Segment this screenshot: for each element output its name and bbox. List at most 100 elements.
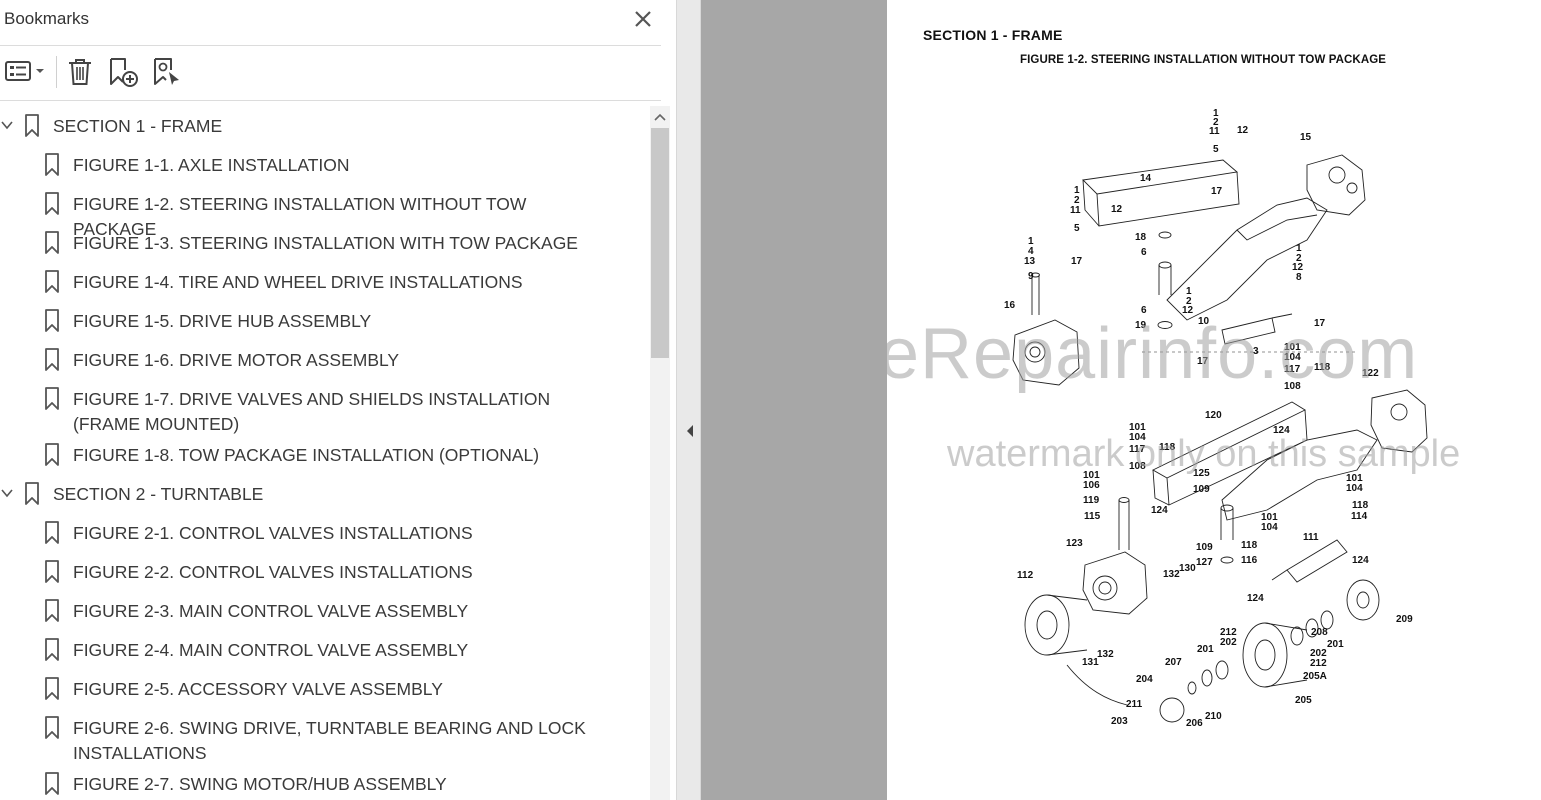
svg-text:204: 204 [1136,674,1153,685]
chevron-down-icon[interactable] [0,486,14,500]
bookmark-item[interactable]: FIGURE 1-1. AXLE INSTALLATION [0,145,648,184]
find-current-bookmark-button[interactable] [151,56,183,88]
bookmark-section-1[interactable]: SECTION 1 - FRAME [0,106,648,145]
svg-text:1: 1 [1186,286,1192,297]
scroll-thumb[interactable] [651,128,669,358]
bookmark-label: SECTION 1 - FRAME [53,116,223,136]
svg-text:12: 12 [1292,262,1304,273]
panel-splitter[interactable] [676,0,701,800]
bookmark-icon [45,309,59,332]
collapse-panel-icon[interactable] [685,423,695,439]
bookmark-icon [45,387,59,410]
svg-text:124: 124 [1151,505,1168,516]
svg-text:120: 120 [1205,410,1222,421]
bookmark-item[interactable]: FIGURE 2-2. CONTROL VALVES INSTALLATIONS [0,552,648,591]
figure-heading: FIGURE 1-2. STEERING INSTALLATION WITHOU… [1020,54,1387,66]
bookmark-item[interactable]: FIGURE 1-3. STEERING INSTALLATION WITH T… [0,223,648,262]
svg-text:10: 10 [1198,316,1210,327]
svg-text:109: 109 [1196,542,1213,553]
close-panel-button[interactable] [631,7,655,31]
svg-text:1: 1 [1074,185,1080,196]
bookmark-icon [45,231,59,254]
toolbar-separator [56,56,57,88]
document-gutter [701,0,887,800]
panel-header: Bookmarks [0,0,676,44]
bookmark-add-icon [110,58,138,87]
svg-text:124: 124 [1273,425,1290,436]
svg-text:2: 2 [1296,253,1302,264]
new-bookmark-button[interactable] [107,56,139,88]
svg-text:104: 104 [1129,432,1146,443]
svg-text:132: 132 [1097,649,1114,660]
document-page[interactable]: SECTION 1 - FRAME FIGURE 1-2. STEERING I… [887,0,1541,800]
bookmark-item[interactable]: FIGURE 1-4. TIRE AND WHEEL DRIVE INSTALL… [0,262,648,301]
bookmark-label: FIGURE 1-8. TOW PACKAGE INSTALLATION (OP… [73,445,540,465]
bookmark-label: FIGURE 2-3. MAIN CONTROL VALVE ASSEMBLY [73,601,469,621]
bookmark-item[interactable]: FIGURE 2-7. SWING MOTOR/HUB ASSEMBLY [0,764,648,800]
bookmarks-scrollbar[interactable] [650,106,670,800]
bookmark-label: SECTION 2 - TURNTABLE [53,484,264,504]
bookmark-label: FIGURE 1-1. AXLE INSTALLATION [73,155,350,175]
bookmark-item[interactable]: FIGURE 1-2. STEERING INSTALLATION WITHOU… [0,184,648,239]
svg-text:108: 108 [1284,381,1301,392]
svg-text:118: 118 [1352,500,1369,511]
bookmark-icon [45,270,59,293]
svg-text:206: 206 [1186,718,1203,729]
bookmark-icon [45,560,59,583]
bookmark-label: FIGURE 1-6. DRIVE MOTOR ASSEMBLY [73,350,400,370]
svg-text:115: 115 [1084,511,1101,522]
bookmarks-toolbar [0,48,676,98]
svg-text:130: 130 [1179,563,1196,574]
svg-text:125: 125 [1193,468,1210,479]
bookmark-item[interactable]: FIGURE 1-8. TOW PACKAGE INSTALLATION (OP… [0,435,648,474]
options-menu-button[interactable] [4,56,46,88]
trash-icon [69,59,91,85]
svg-text:210: 210 [1205,711,1222,722]
svg-text:118: 118 [1314,362,1331,373]
bookmark-item[interactable]: FIGURE 1-7. DRIVE VALVES AND SHIELDS INS… [0,379,648,435]
bookmark-item[interactable]: FIGURE 2-6. SWING DRIVE, TURNTABLE BEARI… [0,708,648,764]
bookmark-label: FIGURE 2-5. ACCESSORY VALVE ASSEMBLY [73,679,443,699]
svg-text:208: 208 [1311,627,1328,638]
svg-text:17: 17 [1197,356,1209,367]
svg-text:122: 122 [1362,368,1379,379]
bookmark-icon [45,772,59,795]
divider [0,45,661,46]
delete-bookmark-button[interactable] [66,56,94,88]
bookmark-item[interactable]: FIGURE 1-6. DRIVE MOTOR ASSEMBLY [0,340,648,379]
watermark-notice: watermark only on this sample [947,433,1461,475]
svg-text:205: 205 [1295,695,1312,706]
svg-text:116: 116 [1241,555,1258,566]
svg-text:123: 123 [1066,538,1083,549]
svg-text:15: 15 [1300,132,1312,143]
bookmark-item[interactable]: FIGURE 2-3. MAIN CONTROL VALVE ASSEMBLY [0,591,648,630]
svg-text:212: 212 [1220,627,1237,638]
svg-text:12: 12 [1111,204,1123,215]
bookmark-label: FIGURE 2-4. MAIN CONTROL VALVE ASSEMBLY [73,640,469,660]
svg-text:114: 114 [1351,511,1368,522]
svg-text:117: 117 [1129,444,1146,455]
svg-text:2: 2 [1074,195,1080,206]
bookmark-item[interactable]: FIGURE 2-1. CONTROL VALVES INSTALLATIONS [0,513,648,552]
bookmark-label: FIGURE 2-2. CONTROL VALVES INSTALLATIONS [73,562,473,582]
chevron-up-icon [654,113,666,121]
svg-text:131: 131 [1082,657,1099,668]
svg-text:207: 207 [1165,657,1182,668]
bookmark-item[interactable]: FIGURE 2-5. ACCESSORY VALVE ASSEMBLY [0,669,648,708]
svg-text:202: 202 [1310,648,1327,659]
scroll-up-button[interactable] [650,108,670,126]
svg-text:8: 8 [1296,272,1302,283]
svg-text:212: 212 [1310,658,1327,669]
svg-text:203: 203 [1111,716,1128,727]
svg-text:1: 1 [1028,236,1034,247]
bookmark-label: FIGURE 2-6. SWING DRIVE, TURNTABLE BEARI… [73,718,586,763]
bookmark-item[interactable]: FIGURE 2-4. MAIN CONTROL VALVE ASSEMBLY [0,630,648,669]
svg-text:6: 6 [1141,305,1147,316]
bookmark-item[interactable]: FIGURE 1-5. DRIVE HUB ASSEMBLY [0,301,648,340]
svg-text:2: 2 [1186,296,1192,307]
svg-text:104: 104 [1284,352,1301,363]
chevron-down-icon[interactable] [0,118,14,132]
svg-text:106: 106 [1083,480,1100,491]
svg-text:127: 127 [1196,557,1213,568]
bookmark-section-2[interactable]: SECTION 2 - TURNTABLE [0,474,648,513]
